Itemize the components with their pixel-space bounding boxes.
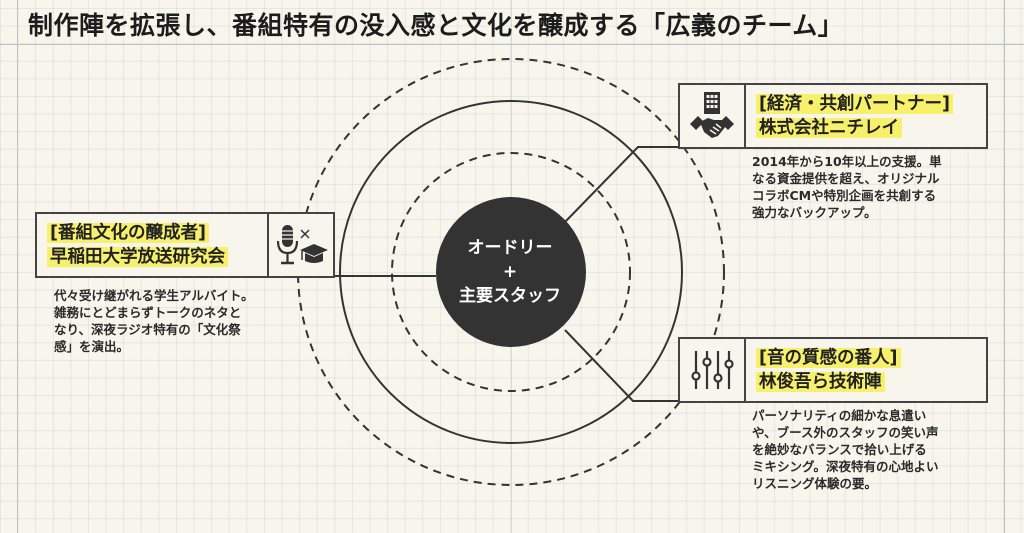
outer-dashed-ring bbox=[297, 58, 725, 486]
desc-line: ミキシング。深夜特有の心地よい bbox=[752, 459, 939, 474]
desc-line: なる資金提供を超え、オリジナル bbox=[752, 171, 940, 186]
desc-line: なり、深夜ラジオ特有の「文化祭 bbox=[54, 322, 241, 337]
icon-cell bbox=[267, 214, 333, 276]
icon-cell bbox=[680, 339, 746, 401]
sound-role: [音の質感の番人] bbox=[756, 348, 901, 368]
card-culture: [番組文化の醸成者] 早稲田大学放送研究会 bbox=[35, 212, 335, 278]
inner-dashed-ring bbox=[391, 152, 631, 392]
grid-margin-left bbox=[17, 0, 18, 533]
culture-description: 代々受け継がれる学生アルバイト。 雑務にとどまらずトークのネタと なり、深夜ラジ… bbox=[54, 287, 254, 355]
sound-description: パーソナリティの細かな息遣い や、ブース外のスタッフの笑い声 を絶妙なバランスで… bbox=[752, 407, 939, 492]
connector-partner bbox=[564, 146, 680, 223]
desc-line: 強力なバックアップ。 bbox=[752, 205, 877, 220]
center-line-1: オードリー bbox=[467, 238, 553, 258]
partner-role: [経済・共創パートナー] bbox=[756, 94, 953, 114]
title-cell: [経済・共創パートナー] 株式会社ニチレイ bbox=[746, 85, 986, 147]
title-underline bbox=[0, 44, 1024, 45]
desc-line: 感」を演出。 bbox=[54, 339, 130, 354]
partner-name: 株式会社ニチレイ bbox=[756, 118, 902, 138]
partner-description: 2014年から10年以上の支援。単 なる資金提供を超え、オリジナル コラボCMや… bbox=[752, 153, 942, 221]
icon-cell bbox=[680, 85, 746, 147]
desc-line: コラボCMや特別企画を共創する bbox=[752, 188, 937, 203]
culture-name: 早稲田大学放送研究会 bbox=[47, 247, 228, 267]
desc-line: リスニング体験の要。 bbox=[752, 476, 878, 491]
card-partner: [経済・共創パートナー] 株式会社ニチレイ bbox=[678, 83, 988, 149]
center-circle bbox=[436, 197, 586, 347]
center-label: オードリー + 主要スタッフ bbox=[435, 236, 585, 308]
desc-line: 2014年から10年以上の支援。単 bbox=[752, 154, 942, 169]
sound-name: 林俊吾ら技術陣 bbox=[756, 372, 885, 392]
card-sound: [音の質感の番人] 林俊吾ら技術陣 bbox=[678, 337, 988, 403]
desc-line: 代々受け継がれる学生アルバイト。 bbox=[54, 288, 254, 303]
mixer-sliders-icon bbox=[691, 351, 734, 389]
building-handshake-icon bbox=[690, 92, 734, 138]
page-title: 制作陣を拡張し、番組特有の没入感と文化を醸成する「広義のチーム」 bbox=[28, 11, 844, 40]
desc-line: パーソナリティの細かな息遣い bbox=[752, 408, 927, 423]
desc-line: や、ブース外のスタッフの笑い声 bbox=[752, 425, 939, 440]
microphone-graduation-cap-icon bbox=[276, 225, 328, 265]
desc-line: を絶妙なバランスで拾い上げる bbox=[752, 442, 927, 457]
grid-margin-right bbox=[1004, 0, 1005, 533]
title-cell: [音の質感の番人] 林俊吾ら技術陣 bbox=[746, 339, 986, 401]
center-line-2: + bbox=[502, 262, 518, 282]
desc-line: 雑務にとどまらずトークのネタと bbox=[54, 305, 242, 320]
title-cell: [番組文化の醸成者] 早稲田大学放送研究会 bbox=[37, 214, 267, 276]
connector-sound bbox=[564, 329, 680, 402]
culture-role: [番組文化の醸成者] bbox=[47, 223, 209, 243]
middle-solid-ring bbox=[339, 100, 683, 444]
center-line-3: 主要スタッフ bbox=[459, 286, 561, 306]
